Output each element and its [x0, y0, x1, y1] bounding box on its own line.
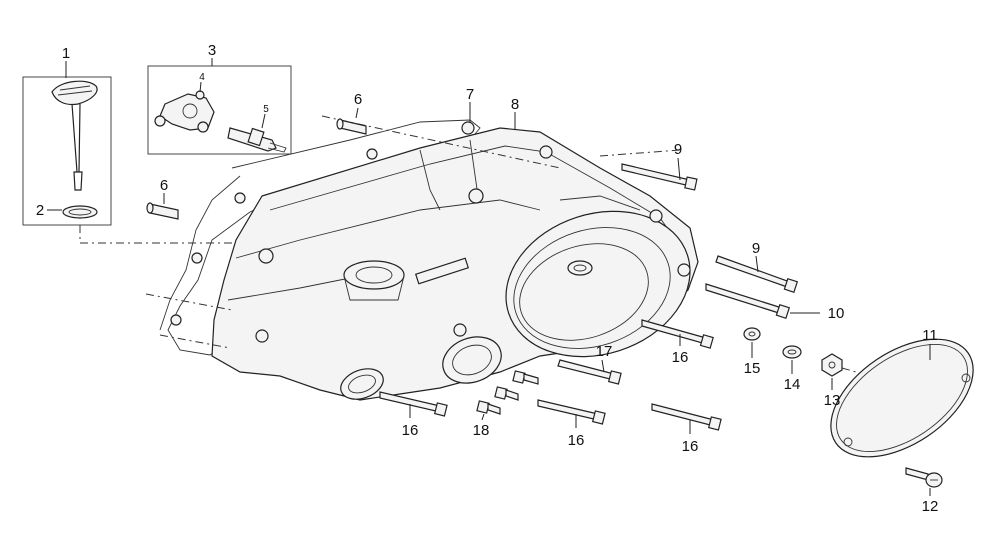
- callout-3: 3: [208, 42, 216, 59]
- callout-11: 11: [922, 327, 938, 344]
- bolt-16-lower-right: [651, 403, 722, 434]
- bolt-16-lower-center: [537, 399, 606, 428]
- callout-9-upper: 9: [674, 141, 682, 158]
- nut-13: [821, 353, 857, 390]
- bolt-9-upper: [621, 157, 698, 191]
- callout-15: 15: [744, 360, 761, 377]
- bolt-17: [557, 359, 622, 385]
- callout-12: 12: [922, 498, 939, 515]
- callout-10: 10: [828, 305, 845, 322]
- callout-4: 4: [199, 72, 205, 83]
- callout-6-lower: 6: [160, 177, 168, 194]
- callout-14: 14: [784, 376, 801, 393]
- bolt-16-lower-left: [379, 391, 448, 418]
- callout-17: 17: [596, 343, 613, 360]
- bolt-9-lower: [715, 255, 799, 294]
- bolts-18: [476, 370, 539, 421]
- callout-6-upper: 6: [354, 91, 362, 108]
- callout-13: 13: [824, 392, 841, 409]
- callout-16-lower-right: 16: [682, 438, 699, 455]
- bolt-16-right: [641, 319, 714, 349]
- callout-5: 5: [263, 104, 269, 115]
- callout-8: 8: [511, 96, 519, 113]
- bolt-10: [705, 283, 820, 320]
- callout-16-lower-center: 16: [568, 432, 585, 449]
- pump-inset: [147, 65, 292, 155]
- callout-9-lower: 9: [752, 240, 760, 257]
- screw-12: [905, 467, 943, 496]
- callout-18: 18: [473, 422, 490, 439]
- crankcase-cover: [145, 115, 699, 401]
- callout-1: 1: [62, 45, 70, 62]
- callout-7: 7: [466, 86, 474, 103]
- callout-16-right: 16: [672, 349, 689, 366]
- washer-14: [782, 345, 802, 374]
- washer-15: [743, 327, 761, 358]
- cover-plate-11: [830, 338, 974, 458]
- callout-16-lower-left: 16: [402, 422, 419, 439]
- dowel-lower: [146, 193, 179, 220]
- dowel-upper: [336, 107, 367, 135]
- dipstick-inset: [22, 76, 112, 226]
- callout-2: 2: [36, 202, 44, 219]
